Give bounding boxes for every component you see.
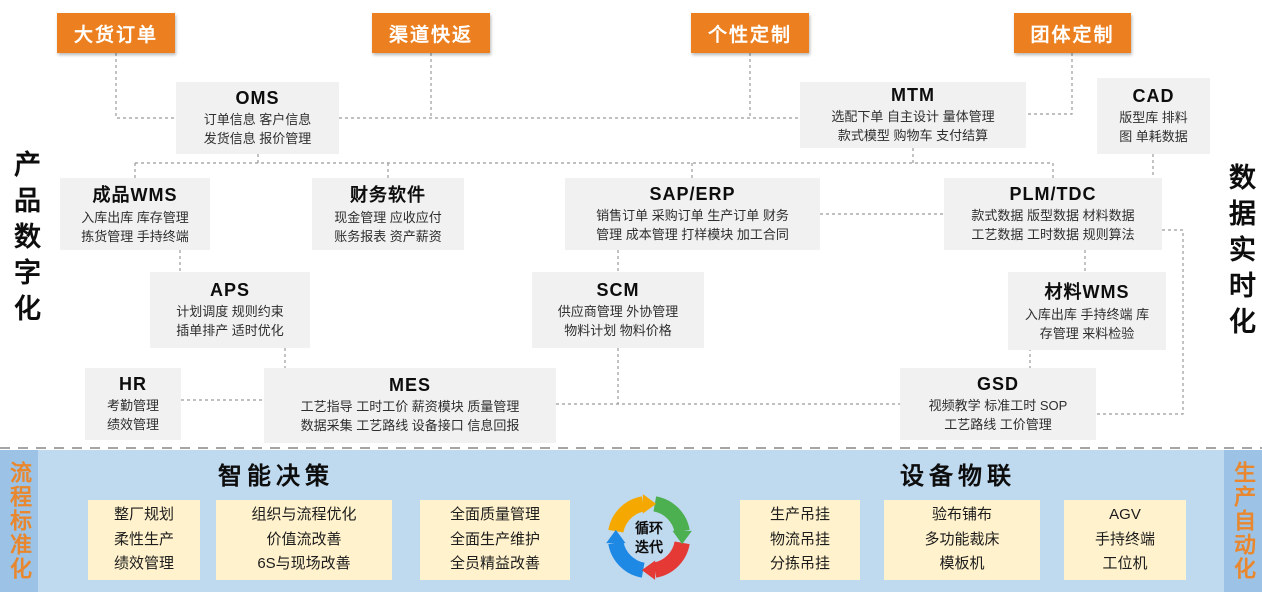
system-box-finished-wms: 成品WMS 入库出库 库存管理 拣货管理 手持终端	[60, 178, 210, 250]
lean-box-line: 手持终端	[1094, 530, 1155, 548]
lean-box-line: 全员精益改善	[449, 555, 540, 573]
lean-box-quality-management: 全面质量管理 全面生产维护 全员精益改善	[420, 500, 570, 580]
section-title-equipment-iot: 设备物联	[900, 463, 1016, 490]
system-box-cad: CAD 版型库 排料 图 单耗数据	[1097, 78, 1210, 154]
entry-group-customization: 团体定制	[1014, 13, 1131, 53]
system-box-mes-title: MES	[388, 375, 431, 396]
lean-box-line: 多功能裁床	[924, 530, 1000, 548]
strip-production-automation-label: 生产自动化	[1231, 461, 1256, 581]
system-box-cad-line: 图 单耗数据	[1119, 128, 1188, 144]
system-box-scm-line: 物料计划 物料价格	[564, 322, 672, 338]
entry-personal-customization: 个性定制	[691, 13, 809, 53]
lean-box-line: AGV	[1109, 505, 1141, 523]
system-box-mtm-title: MTM	[891, 84, 935, 105]
entry-bulk-orders-label: 大货订单	[73, 24, 158, 46]
system-box-material-wms: 材料WMS 入库出库 手持终端 库 存管理 来料检验	[1008, 272, 1166, 350]
lean-box-line: 生产吊挂	[769, 505, 830, 523]
entry-channel-quick-return: 渠道快返	[372, 13, 490, 53]
system-box-finished-wms-line: 拣货管理 手持终端	[81, 229, 189, 244]
lean-box-line: 验布铺布	[931, 505, 992, 523]
system-box-hr-title: HR	[119, 373, 147, 394]
entry-personal-customization-label: 个性定制	[707, 24, 792, 46]
lean-box-line: 全面生产维护	[449, 530, 540, 548]
section-title-intelligent-decision: 智能决策	[218, 463, 334, 490]
system-box-aps: APS 计划调度 规则约束 插单排产 适时优化	[150, 272, 310, 348]
system-box-finished-wms-line: 入库出库 库存管理	[81, 210, 189, 226]
lean-box-cutting-equipment: 验布铺布 多功能裁床 模板机	[884, 500, 1040, 580]
lean-box-line: 柔性生产	[113, 530, 174, 548]
system-box-plm-tdc: PLM/TDC 款式数据 版型数据 材料数据 工艺数据 工时数据 规则算法	[944, 178, 1162, 250]
lean-box-line: 全面质量管理	[449, 505, 540, 523]
system-box-finance-line: 现金管理 应收应付	[334, 210, 442, 226]
strip-process-standardization: 流程标准化	[0, 450, 38, 592]
entry-bulk-orders: 大货订单	[57, 13, 175, 53]
system-box-plm-tdc-title: PLM/TDC	[1009, 183, 1097, 204]
cycle-iteration-icon	[606, 494, 692, 580]
system-box-cad-title: CAD	[1132, 85, 1175, 106]
system-box-mes: MES 工艺指导 工时工价 薪资模块 质量管理 数据采集 工艺路线 设备接口 信…	[264, 368, 556, 443]
lean-box-hanging-systems: 生产吊挂 物流吊挂 分拣吊挂	[740, 500, 860, 580]
lean-box-line: 6S与现场改善	[257, 555, 351, 573]
system-box-hr-line: 绩效管理	[106, 416, 159, 432]
side-label-product-digitization: 产品数字化	[10, 150, 40, 330]
system-box-sap-erp-title: SAP/ERP	[649, 183, 736, 204]
lean-box-line: 模板机	[939, 555, 985, 573]
system-box-material-wms-line: 入库出库 手持终端 库	[1024, 307, 1150, 323]
system-box-scm-title: SCM	[596, 279, 640, 300]
lean-box-agv-terminals: AGV 手持终端 工位机	[1064, 500, 1186, 580]
cycle-iteration-label-line: 循环	[635, 520, 663, 536]
lean-box-line: 绩效管理	[113, 555, 174, 573]
lean-box-line: 工位机	[1102, 555, 1148, 573]
lean-box-process-optimization: 组织与流程优化 价值流改善 6S与现场改善	[216, 500, 392, 580]
system-box-scm-line: 供应商管理 外协管理	[557, 303, 679, 319]
system-box-mes-line: 工艺指导 工时工价 薪资模块 质量管理	[300, 399, 520, 415]
system-box-hr-line: 考勤管理	[106, 397, 159, 413]
system-box-material-wms-line: 存管理 来料检验	[1039, 326, 1135, 341]
system-box-scm: SCM 供应商管理 外协管理 物料计划 物料价格	[532, 272, 704, 348]
system-box-oms-line: 订单信息 客户信息	[203, 111, 312, 127]
system-box-oms-title: OMS	[235, 87, 280, 108]
entry-group-customization-label: 团体定制	[1030, 24, 1115, 46]
strip-production-automation: 生产自动化	[1224, 450, 1262, 592]
system-box-oms-line: 发货信息 报价管理	[203, 130, 312, 146]
cycle-iteration-label: 循环 迭代	[598, 519, 700, 557]
system-box-gsd-line: 视频教学 标准工时 SOP	[928, 397, 1068, 413]
strip-process-standardization-label: 流程标准化	[7, 461, 32, 581]
system-box-cad-line: 版型库 排料	[1119, 109, 1188, 125]
system-box-finished-wms-title: 成品WMS	[92, 185, 178, 206]
lean-box-line: 组织与流程优化	[251, 505, 357, 523]
lean-box-line: 整厂规划	[113, 505, 174, 523]
system-box-aps-line: 插单排产 适时优化	[176, 322, 284, 338]
side-label-data-realtime: 数据实时化	[1225, 163, 1255, 343]
lean-box-line: 物流吊挂	[769, 530, 830, 548]
system-box-finance: 财务软件 现金管理 应收应付 账务报表 资产薪资	[312, 178, 464, 250]
lean-box-factory-planning: 整厂规划 柔性生产 绩效管理	[88, 500, 200, 580]
system-box-oms: OMS 订单信息 客户信息 发货信息 报价管理	[176, 82, 339, 154]
cycle-iteration-label-line: 迭代	[635, 538, 663, 555]
lean-box-line: 分拣吊挂	[769, 555, 830, 573]
system-box-gsd: GSD 视频教学 标准工时 SOP 工艺路线 工价管理	[900, 368, 1096, 440]
lean-box-line: 价值流改善	[266, 530, 342, 548]
system-box-mes-line: 数据采集 工艺路线 设备接口 信息回报	[300, 418, 520, 433]
system-box-finance-line: 账务报表 资产薪资	[334, 229, 442, 244]
system-box-gsd-line: 工艺路线 工价管理	[944, 416, 1052, 432]
system-box-sap-erp: SAP/ERP 销售订单 采购订单 生产订单 财务 管理 成本管理 打样模块 加…	[565, 178, 820, 250]
system-box-plm-tdc-line: 工艺数据 工时数据 规则算法	[971, 226, 1135, 242]
system-box-mtm-line: 款式模型 购物车 支付结算	[837, 127, 989, 143]
system-box-mtm: MTM 选配下单 自主设计 量体管理 款式模型 购物车 支付结算	[800, 82, 1026, 148]
system-box-sap-erp-line: 销售订单 采购订单 生产订单 财务	[596, 207, 789, 223]
entry-channel-quick-return-label: 渠道快返	[388, 24, 473, 46]
system-box-plm-tdc-line: 款式数据 版型数据 材料数据	[971, 207, 1135, 223]
system-box-gsd-title: GSD	[976, 373, 1019, 394]
system-box-sap-erp-line: 管理 成本管理 打样模块 加工合同	[596, 226, 789, 242]
system-box-finance-title: 财务软件	[350, 185, 426, 206]
system-box-hr: HR 考勤管理 绩效管理	[85, 368, 181, 440]
system-box-aps-line: 计划调度 规则约束	[176, 303, 284, 319]
system-box-mtm-line: 选配下单 自主设计 量体管理	[831, 108, 995, 124]
system-box-aps-title: APS	[209, 279, 250, 300]
system-box-material-wms-title: 材料WMS	[1044, 282, 1130, 303]
